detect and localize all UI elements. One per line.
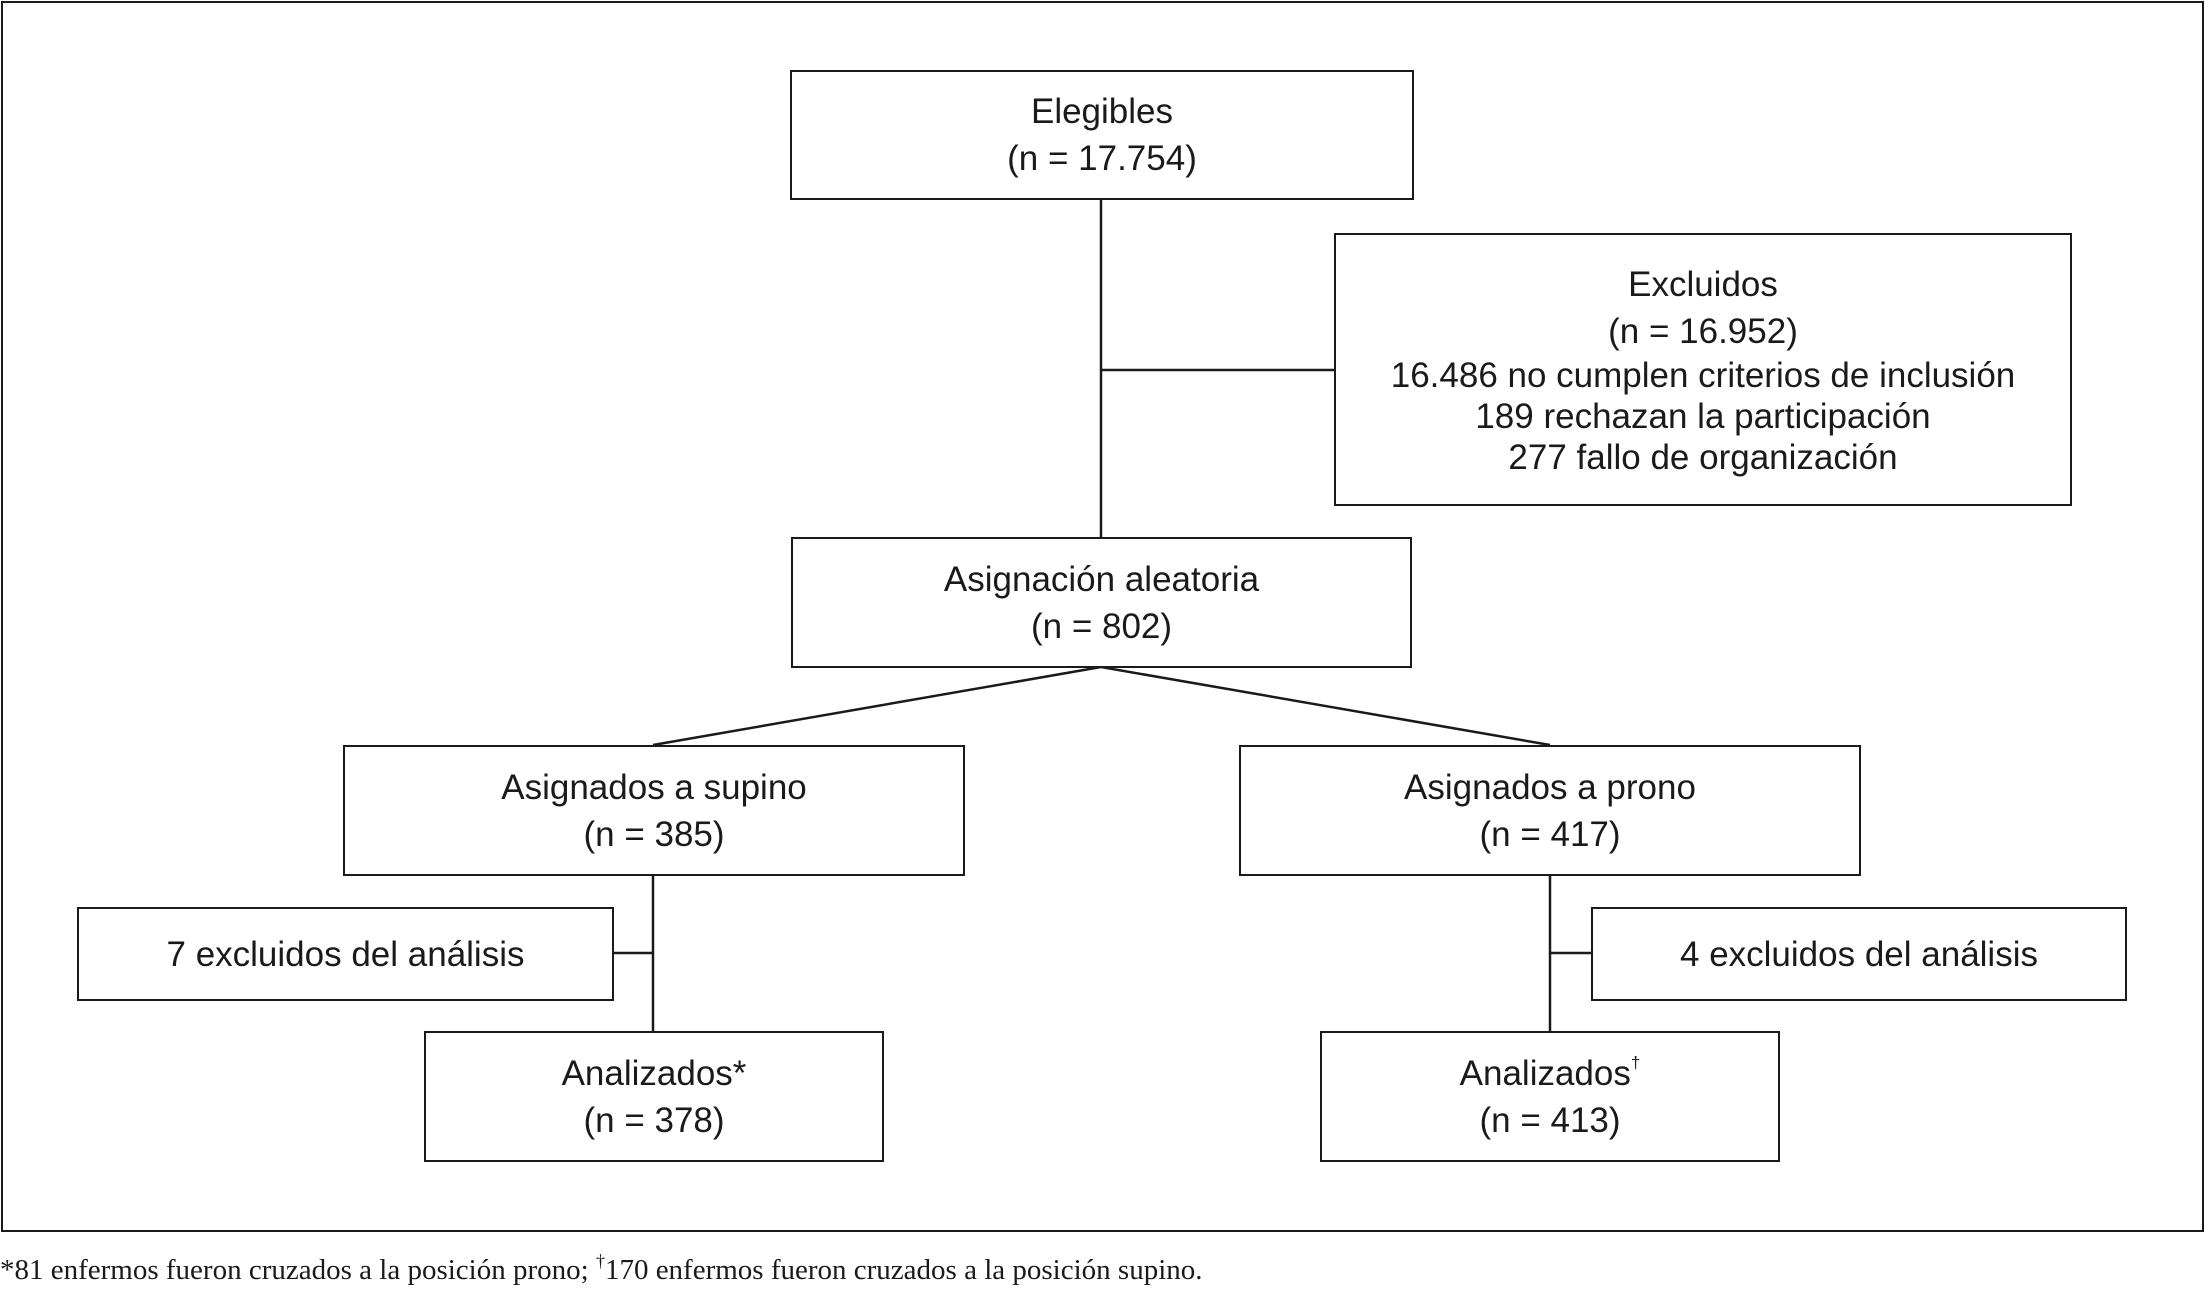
eligible-title: Elegibles [1030, 92, 1174, 131]
excluded-reason: 16.486 no cumplen criterios de inclusión [1390, 356, 2016, 395]
randomized-title: Asignación aleatoria [943, 559, 1260, 599]
figure-frame [1, 1, 2204, 1232]
prone-analyzed-box: Analizados† (n = 413) [1320, 1031, 1780, 1162]
prone-analyzed-title-text: Analizados [1459, 1053, 1631, 1093]
excluded-reason: 277 fallo de organización [1508, 438, 1898, 477]
supine-analyzed-mark: * [732, 1053, 747, 1093]
supine-analyzed-count: (n = 378) [583, 1100, 725, 1140]
randomized-box: Asignación aleatoria (n = 802) [791, 537, 1412, 668]
connector-randomized-prone [1100, 665, 1551, 747]
prone-box: Asignados a prono (n = 417) [1239, 745, 1861, 876]
eligible-count: (n = 17.754) [1007, 139, 1197, 178]
supine-analyzed-title: Analizados* [562, 1050, 747, 1097]
figure-footnote: *81 enfermos fueron cruzados a la posici… [0, 1251, 2205, 1287]
footnote-mark-asterisk: * [0, 1254, 15, 1286]
randomized-count: (n = 802) [1030, 606, 1173, 646]
prone-analyzed-mark: † [1630, 1052, 1641, 1072]
supine-analyzed-title-text: Analizados [561, 1053, 733, 1093]
supine-excluded-label: 7 excluidos del análisis [166, 934, 525, 974]
footnote-text-prone: 170 enfermos fueron cruzados a la posici… [604, 1254, 1203, 1286]
supine-excluded-box: 7 excluidos del análisis [77, 907, 614, 1001]
footnote-text-supine: 81 enfermos fueron cruzados a la posició… [14, 1254, 596, 1286]
footnote-mark-dagger: † [595, 1251, 605, 1271]
supine-count: (n = 385) [583, 814, 725, 854]
prone-excluded-label: 4 excluidos del análisis [1680, 934, 2038, 974]
prone-count: (n = 417) [1479, 814, 1621, 854]
connector-randomized-supine [652, 665, 1102, 747]
prone-analyzed-count: (n = 413) [1479, 1100, 1621, 1140]
excluded-reason: 189 rechazan la participación [1475, 397, 1931, 436]
supine-analyzed-box: Analizados* (n = 378) [424, 1031, 884, 1162]
prone-excluded-box: 4 excluidos del análisis [1591, 907, 2127, 1001]
supine-box: Asignados a supino (n = 385) [343, 745, 965, 876]
excluded-title: Excluidos [1628, 265, 1778, 304]
excluded-count: (n = 16.952) [1608, 312, 1798, 351]
prone-analyzed-title: Analizados† [1460, 1050, 1641, 1097]
prone-title: Asignados a prono [1404, 767, 1696, 807]
excluded-box: Excluidos (n = 16.952) 16.486 no cumplen… [1334, 233, 2072, 506]
eligible-box: Elegibles (n = 17.754) [790, 70, 1414, 200]
supine-title: Asignados a supino [501, 767, 807, 807]
